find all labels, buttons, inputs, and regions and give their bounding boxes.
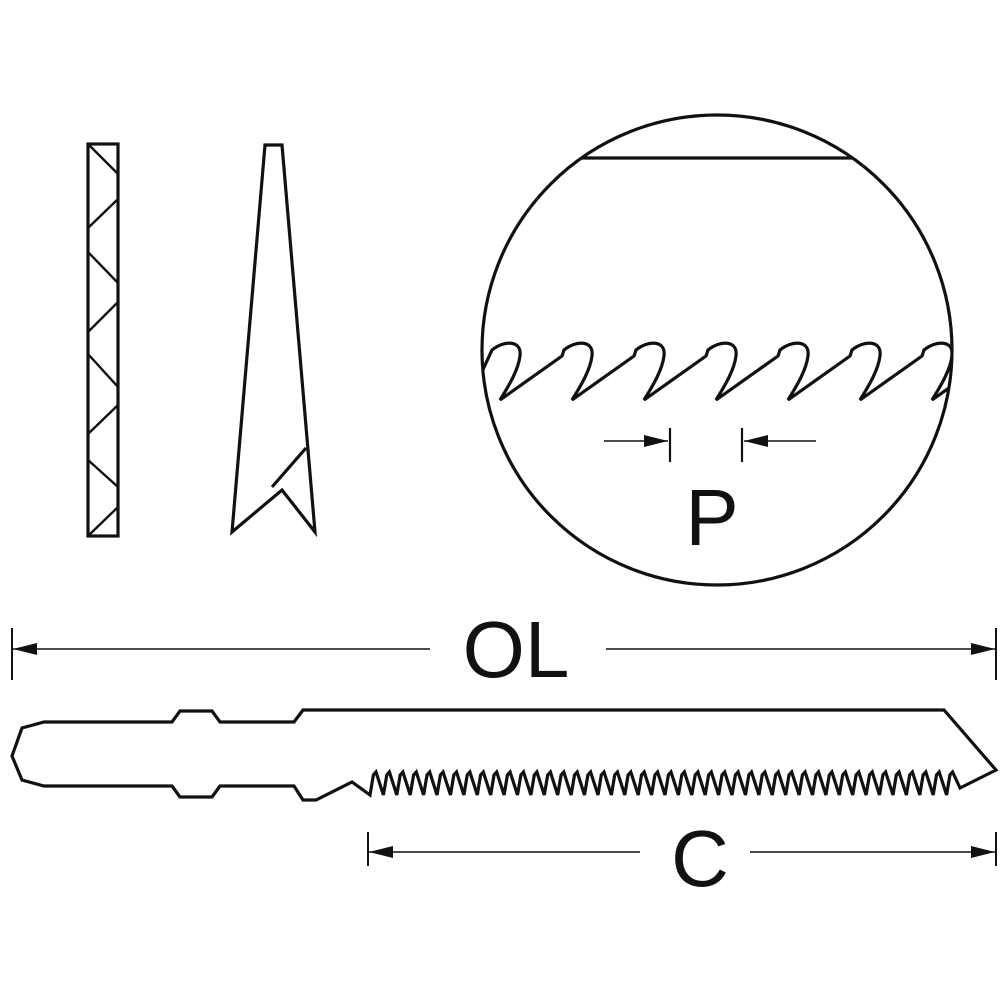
- jigsaw-blade: [10, 708, 999, 802]
- section-outline: [86, 142, 120, 538]
- tooth-detail-circle: P: [480, 113, 954, 587]
- blade-taper-profile: [230, 143, 318, 538]
- taper-inner-line: [270, 446, 308, 489]
- cutting-length-dimension: C: [367, 814, 997, 903]
- cutting-length-label: C: [671, 814, 729, 903]
- blade-outline: [10, 708, 999, 802]
- overall-length-label: OL: [463, 605, 570, 694]
- overall-length-dimension: OL: [11, 605, 997, 694]
- section-hatching: [87, 143, 119, 537]
- taper-outline: [230, 143, 318, 538]
- blade-section-hatched: [86, 142, 120, 538]
- magnified-teeth: [482, 341, 952, 402]
- pitch-label: P: [685, 473, 738, 562]
